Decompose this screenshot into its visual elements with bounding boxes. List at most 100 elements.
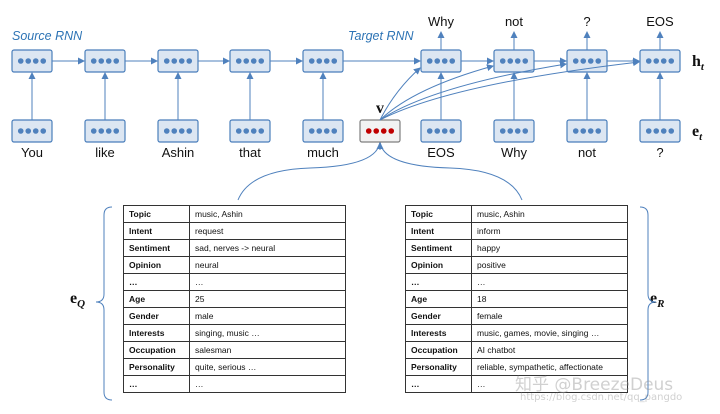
source-embedding-cell xyxy=(11,119,53,143)
table-row: …… xyxy=(123,273,346,291)
attribute-value: music, Ashin xyxy=(189,205,346,223)
attribute-value: music, games, movie, singing … xyxy=(471,324,628,342)
attribute-value: … xyxy=(471,273,628,291)
attribute-value: female xyxy=(471,307,628,325)
source-token: Ashin xyxy=(162,145,195,160)
target-input-token: EOS xyxy=(427,145,455,160)
source-hidden-cell xyxy=(229,49,271,73)
target-embedding-cell xyxy=(420,119,462,143)
attribute-key: Intent xyxy=(405,222,472,240)
attribute-key: Age xyxy=(405,290,472,308)
source-rnn-label: Source RNN xyxy=(12,29,83,43)
cell-dot xyxy=(316,58,323,64)
attribute-key: … xyxy=(123,273,190,291)
target-input-token: ? xyxy=(656,145,663,160)
cell-dot xyxy=(17,58,24,64)
source-hidden-cell xyxy=(157,49,199,73)
cell-dot xyxy=(40,58,47,64)
attribute-value: AI chatbot xyxy=(471,341,628,359)
cell-dot xyxy=(243,128,250,134)
cell-dot xyxy=(380,128,387,134)
cell-dot xyxy=(365,128,372,134)
attribute-value: singing, music … xyxy=(189,324,346,342)
cell-dot xyxy=(668,128,675,134)
cell-dot xyxy=(32,58,39,64)
cell-dot xyxy=(113,58,120,64)
attribute-key: … xyxy=(405,273,472,291)
cell-dot xyxy=(449,128,456,134)
persona-arrow xyxy=(379,64,494,121)
cell-dot xyxy=(243,58,250,64)
attribute-value: sad, nerves -> neural xyxy=(189,239,346,257)
attribute-value: 25 xyxy=(189,290,346,308)
cell-dot xyxy=(105,58,112,64)
cell-dot xyxy=(235,128,242,134)
cell-dot xyxy=(171,128,178,134)
target-input-token: not xyxy=(578,145,596,160)
target-embedding-cell xyxy=(493,119,535,143)
cell-dot xyxy=(250,128,257,134)
target-rnn-label: Target RNN xyxy=(348,29,415,43)
cell-dot xyxy=(660,58,667,64)
e-t-label: et xyxy=(692,123,703,143)
source-token: that xyxy=(239,145,261,160)
left-brace xyxy=(95,206,113,401)
cell-dot xyxy=(572,58,579,64)
attribute-key: … xyxy=(405,375,472,393)
cell-dot xyxy=(426,128,433,134)
attribute-value: positive xyxy=(471,256,628,274)
source-token: You xyxy=(21,145,43,160)
source-embedding-cell xyxy=(157,119,199,143)
source-hidden-cell xyxy=(302,49,344,73)
cell-dot xyxy=(105,128,112,134)
attribute-key: Gender xyxy=(405,307,472,325)
watermark-text: 知乎 @BreezeDeus xyxy=(515,375,674,395)
cell-dot xyxy=(373,128,380,134)
cell-dot xyxy=(587,58,594,64)
cell-dot xyxy=(595,58,602,64)
cell-dot xyxy=(178,58,185,64)
target-hidden-cell xyxy=(639,49,681,73)
cell-dot xyxy=(388,128,395,134)
cell-dot xyxy=(113,128,120,134)
cell-dot xyxy=(572,128,579,134)
cell-dot xyxy=(522,128,529,134)
cell-dot xyxy=(316,128,323,134)
attribute-key: Interests xyxy=(123,324,190,342)
attribute-value: quite, serious … xyxy=(189,358,346,376)
v-label: v xyxy=(376,100,384,117)
cell-dot xyxy=(653,58,660,64)
attribute-value: male xyxy=(189,307,346,325)
target-embedding-cell xyxy=(566,119,608,143)
cell-dot xyxy=(441,58,448,64)
rnn-cells-layer xyxy=(11,49,681,143)
cell-dot xyxy=(25,58,32,64)
target-hidden-cell xyxy=(493,49,535,73)
cell-dot xyxy=(308,128,315,134)
attribute-key: … xyxy=(123,375,190,393)
cell-dot xyxy=(90,128,97,134)
target-output-token: ? xyxy=(583,14,590,29)
cell-dot xyxy=(653,128,660,134)
table-row: …… xyxy=(123,375,346,393)
attribute-key: Occupation xyxy=(405,341,472,359)
cell-dot xyxy=(258,58,265,64)
attribute-value: inform xyxy=(471,222,628,240)
cell-dot xyxy=(98,58,105,64)
cell-dot xyxy=(580,128,587,134)
cell-dot xyxy=(331,58,338,64)
cell-dot xyxy=(441,128,448,134)
cell-dot xyxy=(17,128,24,134)
cell-dot xyxy=(90,58,97,64)
attribute-key: Opinion xyxy=(405,256,472,274)
